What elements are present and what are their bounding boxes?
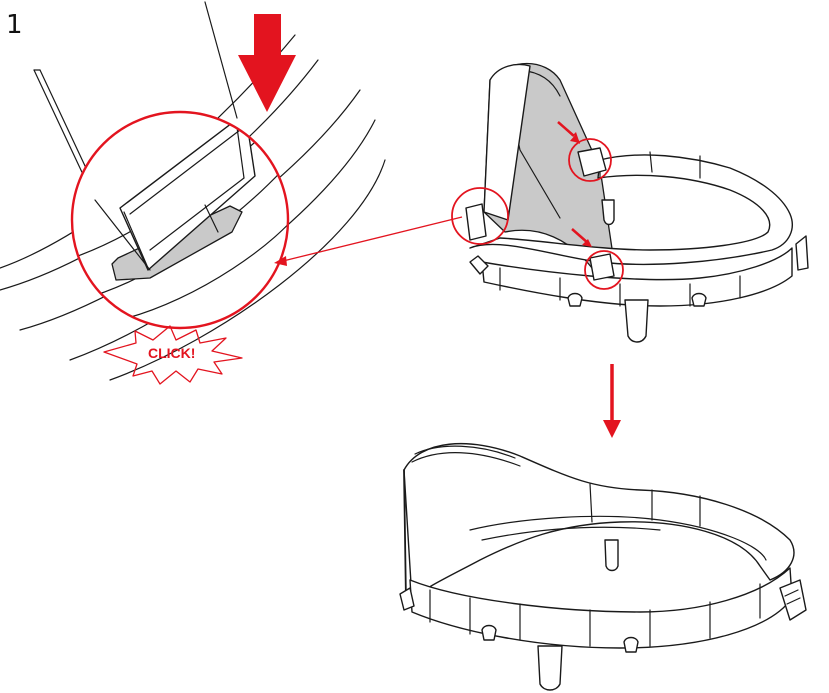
headband-with-visor: [465, 62, 809, 343]
attachment-indicators: [451, 121, 624, 290]
detail-pointer-arrow: [274, 216, 463, 266]
visor-clip: [119, 119, 256, 271]
assembled-headband: [399, 442, 807, 691]
press-down-arrow: [238, 14, 296, 112]
assembled-visor: [403, 442, 795, 601]
step-number: 1: [6, 10, 23, 40]
detail-zoom-content: [72, 112, 288, 328]
headband-ring: [469, 154, 793, 266]
click-label: CLICK!: [148, 345, 195, 361]
detail-zoom-circle: [70, 110, 290, 330]
result-arrow: [603, 364, 621, 438]
click-burst: CLICK!: [103, 325, 243, 385]
